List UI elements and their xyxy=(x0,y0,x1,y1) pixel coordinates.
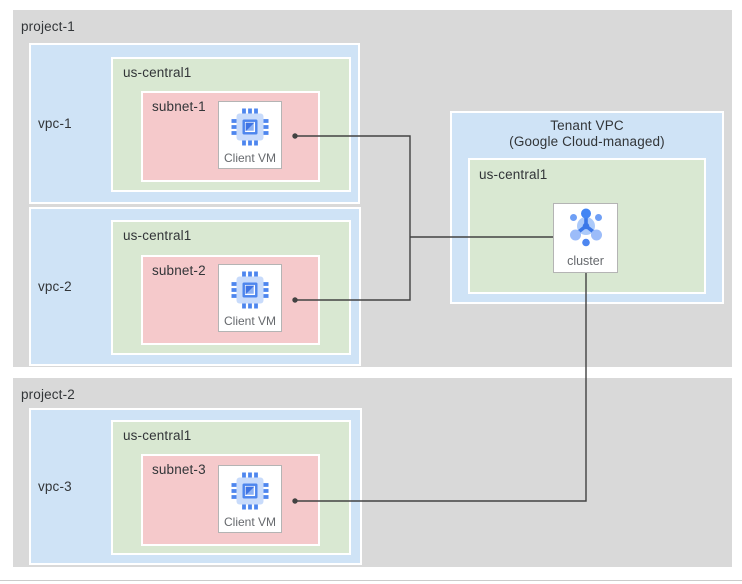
project-1-label: project-1 xyxy=(21,19,75,34)
vpc-2-region-label: us-central1 xyxy=(123,228,192,243)
vpc-1-region-label: us-central1 xyxy=(123,65,192,80)
cluster-icon xyxy=(564,208,608,253)
tenant-vpc-title-line1: Tenant VPC xyxy=(550,118,624,133)
client-vm-node: Client VM xyxy=(218,465,282,533)
project-2-box: project-2 vpc-3 us-central1 subnet-3 xyxy=(13,378,732,567)
vpc-2-label: vpc-2 xyxy=(38,279,72,294)
subnet-2-label: subnet-2 xyxy=(152,263,206,278)
vpc-3-box: vpc-3 us-central1 subnet-3 xyxy=(29,408,362,565)
vpc-1-region-box: us-central1 subnet-1 xyxy=(111,57,351,192)
subnet-1-label: subnet-1 xyxy=(152,99,206,114)
project-2-label: project-2 xyxy=(21,387,75,402)
vpc-2-region-box: us-central1 subnet-2 xyxy=(111,220,351,355)
subnet-3-box: subnet-3 xyxy=(141,454,320,546)
compute-engine-icon xyxy=(230,270,270,315)
client-vm-label: Client VM xyxy=(223,151,276,165)
client-vm-label: Client VM xyxy=(223,515,276,529)
tenant-region-box: us-central1 xyxy=(468,158,706,294)
client-vm-node: Client VM xyxy=(218,101,282,169)
compute-engine-icon xyxy=(230,107,270,152)
vpc-3-region-label: us-central1 xyxy=(123,428,192,443)
tenant-vpc-title: Tenant VPC (Google Cloud-managed) xyxy=(452,118,722,150)
tenant-region-label: us-central1 xyxy=(479,167,548,182)
page-bottom-divider xyxy=(0,580,742,581)
vpc-3-label: vpc-3 xyxy=(38,479,72,494)
subnet-2-box: subnet-2 xyxy=(141,255,320,345)
vpc-1-label: vpc-1 xyxy=(38,116,72,131)
subnet-3-label: subnet-3 xyxy=(152,462,206,477)
vpc-2-box: vpc-2 us-central1 subnet-2 xyxy=(29,207,361,366)
client-vm-label: Client VM xyxy=(223,314,276,328)
compute-engine-icon xyxy=(230,471,270,516)
client-vm-node: Client VM xyxy=(218,264,282,332)
cluster-label: cluster xyxy=(567,254,604,268)
vpc-1-box: vpc-1 us-central1 subnet-1 xyxy=(29,43,360,204)
tenant-vpc-box: Tenant VPC (Google Cloud-managed) us-cen… xyxy=(450,111,724,304)
cluster-node: cluster xyxy=(553,203,618,273)
vpc-3-region-box: us-central1 subnet-3 xyxy=(111,420,351,555)
subnet-1-box: subnet-1 xyxy=(141,91,320,182)
tenant-vpc-title-line2: (Google Cloud-managed) xyxy=(509,134,665,149)
